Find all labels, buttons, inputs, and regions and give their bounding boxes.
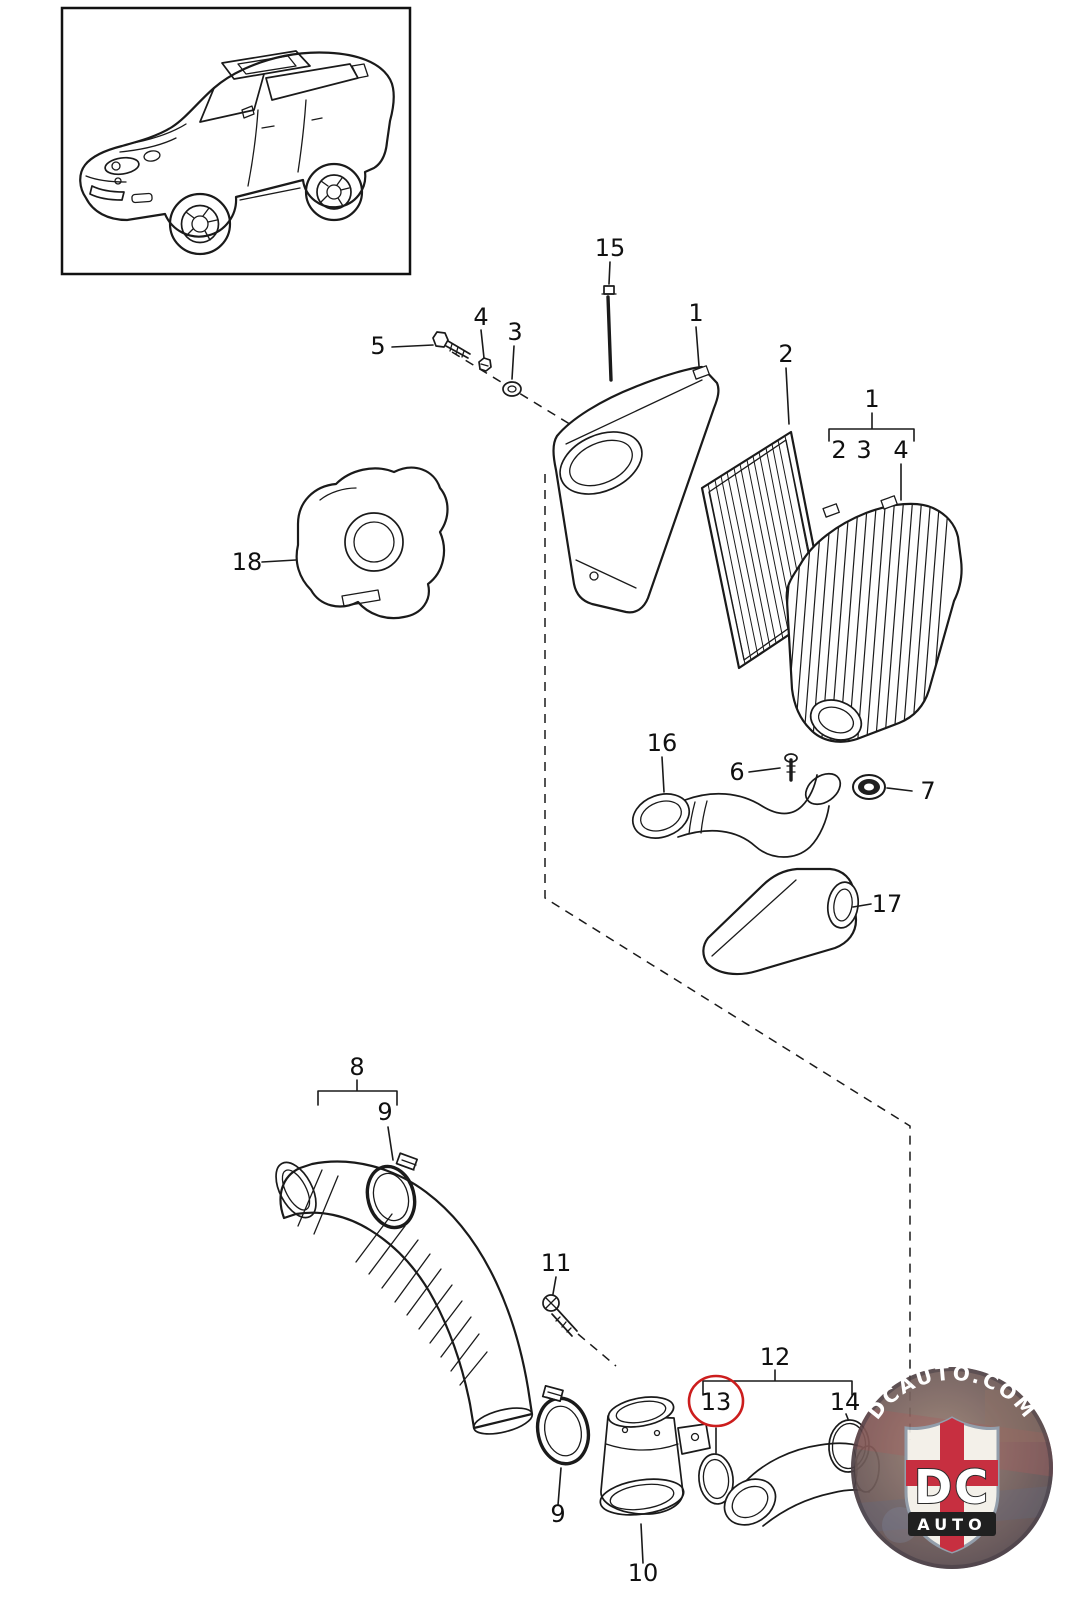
part-5-screw [432,331,471,359]
watermark-auto-banner [908,1512,996,1536]
part-13-o-ring [698,1453,734,1505]
vehicle-line-drawing [79,50,395,256]
part-8-corrugated-hose [275,1160,534,1435]
part-1-air-cleaner-lower-housing [785,495,963,743]
part-11-screw [542,1294,578,1337]
part-18-intake-cover [295,466,449,620]
callout-1-sub-2: 2 [831,436,846,464]
watermark-auto-text: AUTO [917,1515,986,1534]
callout-16: 16 [647,729,678,757]
callout-17: 17 [872,890,903,918]
callout-1-sub-3: 3 [856,436,871,464]
callout-7: 7 [920,777,935,805]
callout-14: 14 [830,1388,861,1416]
callout-2: 2 [778,340,793,368]
part-15-drain-rod [601,285,617,382]
callout-1-cover: 1 [688,299,703,327]
vehicle-thumbnail [60,6,412,276]
callout-5: 5 [370,332,385,360]
callout-15: 15 [595,234,626,262]
part-10-mass-air-flow-sensor [599,1396,711,1516]
dc-auto-watermark: DCAUTO.COM DC AUTO [851,1361,1053,1569]
callout-9-upper: 9 [377,1098,392,1126]
callout-1-sub-4: 4 [893,436,908,464]
callout-9-lower: 9 [550,1500,565,1528]
part-3-grommet [502,381,522,397]
part-16-air-duct-hose [631,772,842,858]
part-6-stud [784,753,798,782]
part-7-grommet [852,774,886,800]
part-4-nut [478,357,492,372]
callout-1-group: 1 [864,385,879,413]
callout-13: 13 [701,1388,732,1416]
callout-8: 8 [349,1053,364,1081]
part-9-hose-clamp-lower [535,1384,591,1466]
callout-3: 3 [507,318,522,346]
part-1-air-cleaner-cover [552,365,720,614]
callout-6: 6 [729,758,744,786]
callout-11: 11 [541,1249,572,1277]
vehicle-box-frame [60,6,412,276]
callout-12: 12 [760,1343,791,1371]
leader-lines [261,261,915,1564]
callout-18: 18 [232,548,263,576]
callout-labels: 15 5 4 3 1 2 1 2 3 4 18 16 6 7 17 8 9 11… [232,234,936,1587]
callout-10: 10 [628,1559,659,1587]
hose-corrugations [355,1213,488,1386]
part-9-hose-clamp-upper [365,1152,419,1230]
watermark-dc-text: DC [914,1460,990,1514]
part-17-air-scoop [702,867,860,976]
callout-13-highlight-circle [687,1374,745,1428]
callout-4: 4 [473,303,488,331]
